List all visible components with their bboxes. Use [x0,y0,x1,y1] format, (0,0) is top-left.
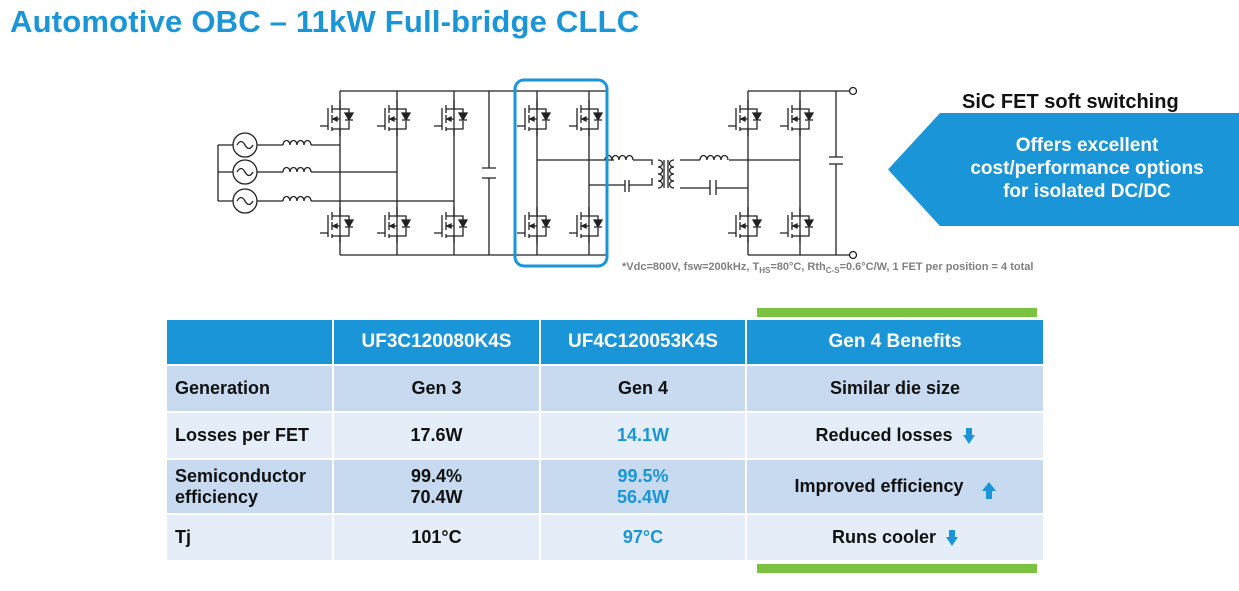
sic-fet-symbol [434,100,469,136]
sic-fet-symbol [517,207,552,243]
circuit-wires [217,90,850,256]
output-terminal-negative [848,250,858,260]
transformer-secondary [668,159,675,189]
callout-text: Offers excellent cost/performance option… [948,134,1226,203]
sic-fet-symbol [320,207,355,243]
gen3-value: 17.6W [334,413,539,458]
gen3-value-line-2: 70.4W [410,486,463,507]
gen4-value: 97°C [541,515,745,560]
sic-fet-symbol [377,207,412,243]
gen4-value-line-2: 56.4W [616,486,670,507]
arrow-down-icon [946,530,959,546]
row-label: Losses per FET [167,413,332,458]
footnote-text-4: =0.6°C/W, 1 FET per position = 4 total [839,261,1034,273]
sic-fet-symbol [569,207,604,243]
gen3-value: Gen 3 [334,366,539,411]
gen4-value-line-1: 99.5% [617,465,669,486]
sic-fet-symbol [780,207,815,243]
row-label: Tj [167,515,332,560]
footnote-text-1: *Vdc=800V, [622,261,684,273]
gen4-value: 99.5%56.4W [541,460,745,513]
footnote-sub-1: HS [759,266,771,276]
arrow-up-icon [981,482,996,499]
sic-fet-symbol [728,207,763,243]
footnote: *Vdc=800V, fsw=200kHz, THS=80°C, RthC-S=… [622,261,1033,275]
callout-text-line-1: Offers excellent [1015,135,1159,156]
circuit-components [232,100,815,243]
footnote-text-3: =80°C, Rth [770,261,826,273]
primary-resonant-inductor [604,154,634,161]
benefit-value: Runs cooler [831,527,937,547]
gen4-value: Gen 4 [541,366,745,411]
sic-fet-symbol [434,207,469,243]
input-inductor [282,139,312,146]
cllc-circuit-diagram [217,78,858,268]
gen3-value: 101°C [334,515,539,560]
benefit-cell: Runs cooler [747,515,1043,560]
header-gen4-part: UF4C120053K4S [541,320,745,364]
input-inductor [282,195,312,202]
callout-arrow [888,113,1239,226]
benefit-value: Similar die size [747,366,1043,411]
ac-source-wave [236,196,254,206]
gen3-value: 99.4%70.4W [334,460,539,513]
footnote-text-2: fsw=200kHz, T [683,261,760,273]
benefits-highlight-top [757,308,1037,317]
page-title: Automotive OBC – 11kW Full-bridge CLLC [10,4,640,39]
comparison-table-wrap: UF3C120080K4S UF4C120053K4S Gen 4 Benefi… [165,318,1045,562]
callout-text-line-2: cost/performance options [970,158,1204,179]
sic-fet-symbol [517,100,552,136]
benefit-value: Reduced losses [815,425,953,445]
gen4-value: 14.1W [541,413,745,458]
sic-fet-symbol [569,100,604,136]
table-header-row: UF3C120080K4S UF4C120053K4S Gen 4 Benefi… [167,320,1043,364]
sic-fet-symbol [728,100,763,136]
benefit-cell: Reduced losses [747,413,1043,458]
benefit-cell: Improved efficiency [747,460,1043,513]
input-inductor [282,166,312,173]
ac-source-wave [236,140,254,150]
output-terminal-positive [848,86,858,96]
header-empty [167,320,332,364]
arrow-down-icon [962,428,975,444]
table-row: Tj 101°C 97°C Runs cooler [167,515,1043,560]
callout-text-line-3: for isolated DC/DC [1003,181,1171,202]
comparison-table: UF3C120080K4S UF4C120053K4S Gen 4 Benefi… [165,318,1045,562]
footnote-sub-2: C-S [825,266,840,276]
callout-title: SiC FET soft switching [962,91,1179,113]
benefit-value: Improved efficiency [794,476,964,496]
row-label-line-1: Semiconductor [175,465,307,486]
secondary-resonant-inductor [699,154,729,161]
row-label: Generation [167,366,332,411]
sic-fet-symbol [780,100,815,136]
header-gen3-part: UF3C120080K4S [334,320,539,364]
header-benefits: Gen 4 Benefits [747,320,1043,364]
sic-fet-symbol [320,100,355,136]
highlight-box [513,78,609,268]
transformer-primary [657,159,664,189]
sic-fet-symbol [377,100,412,136]
table-row: Losses per FET 17.6W 14.1W Reduced losse… [167,413,1043,458]
gen3-value-line-1: 99.4% [410,465,463,486]
ac-source-wave [236,167,254,177]
benefits-highlight-bottom [757,564,1037,573]
table-row: Generation Gen 3 Gen 4 Similar die size [167,366,1043,411]
row-label-line-2: efficiency [175,486,259,507]
